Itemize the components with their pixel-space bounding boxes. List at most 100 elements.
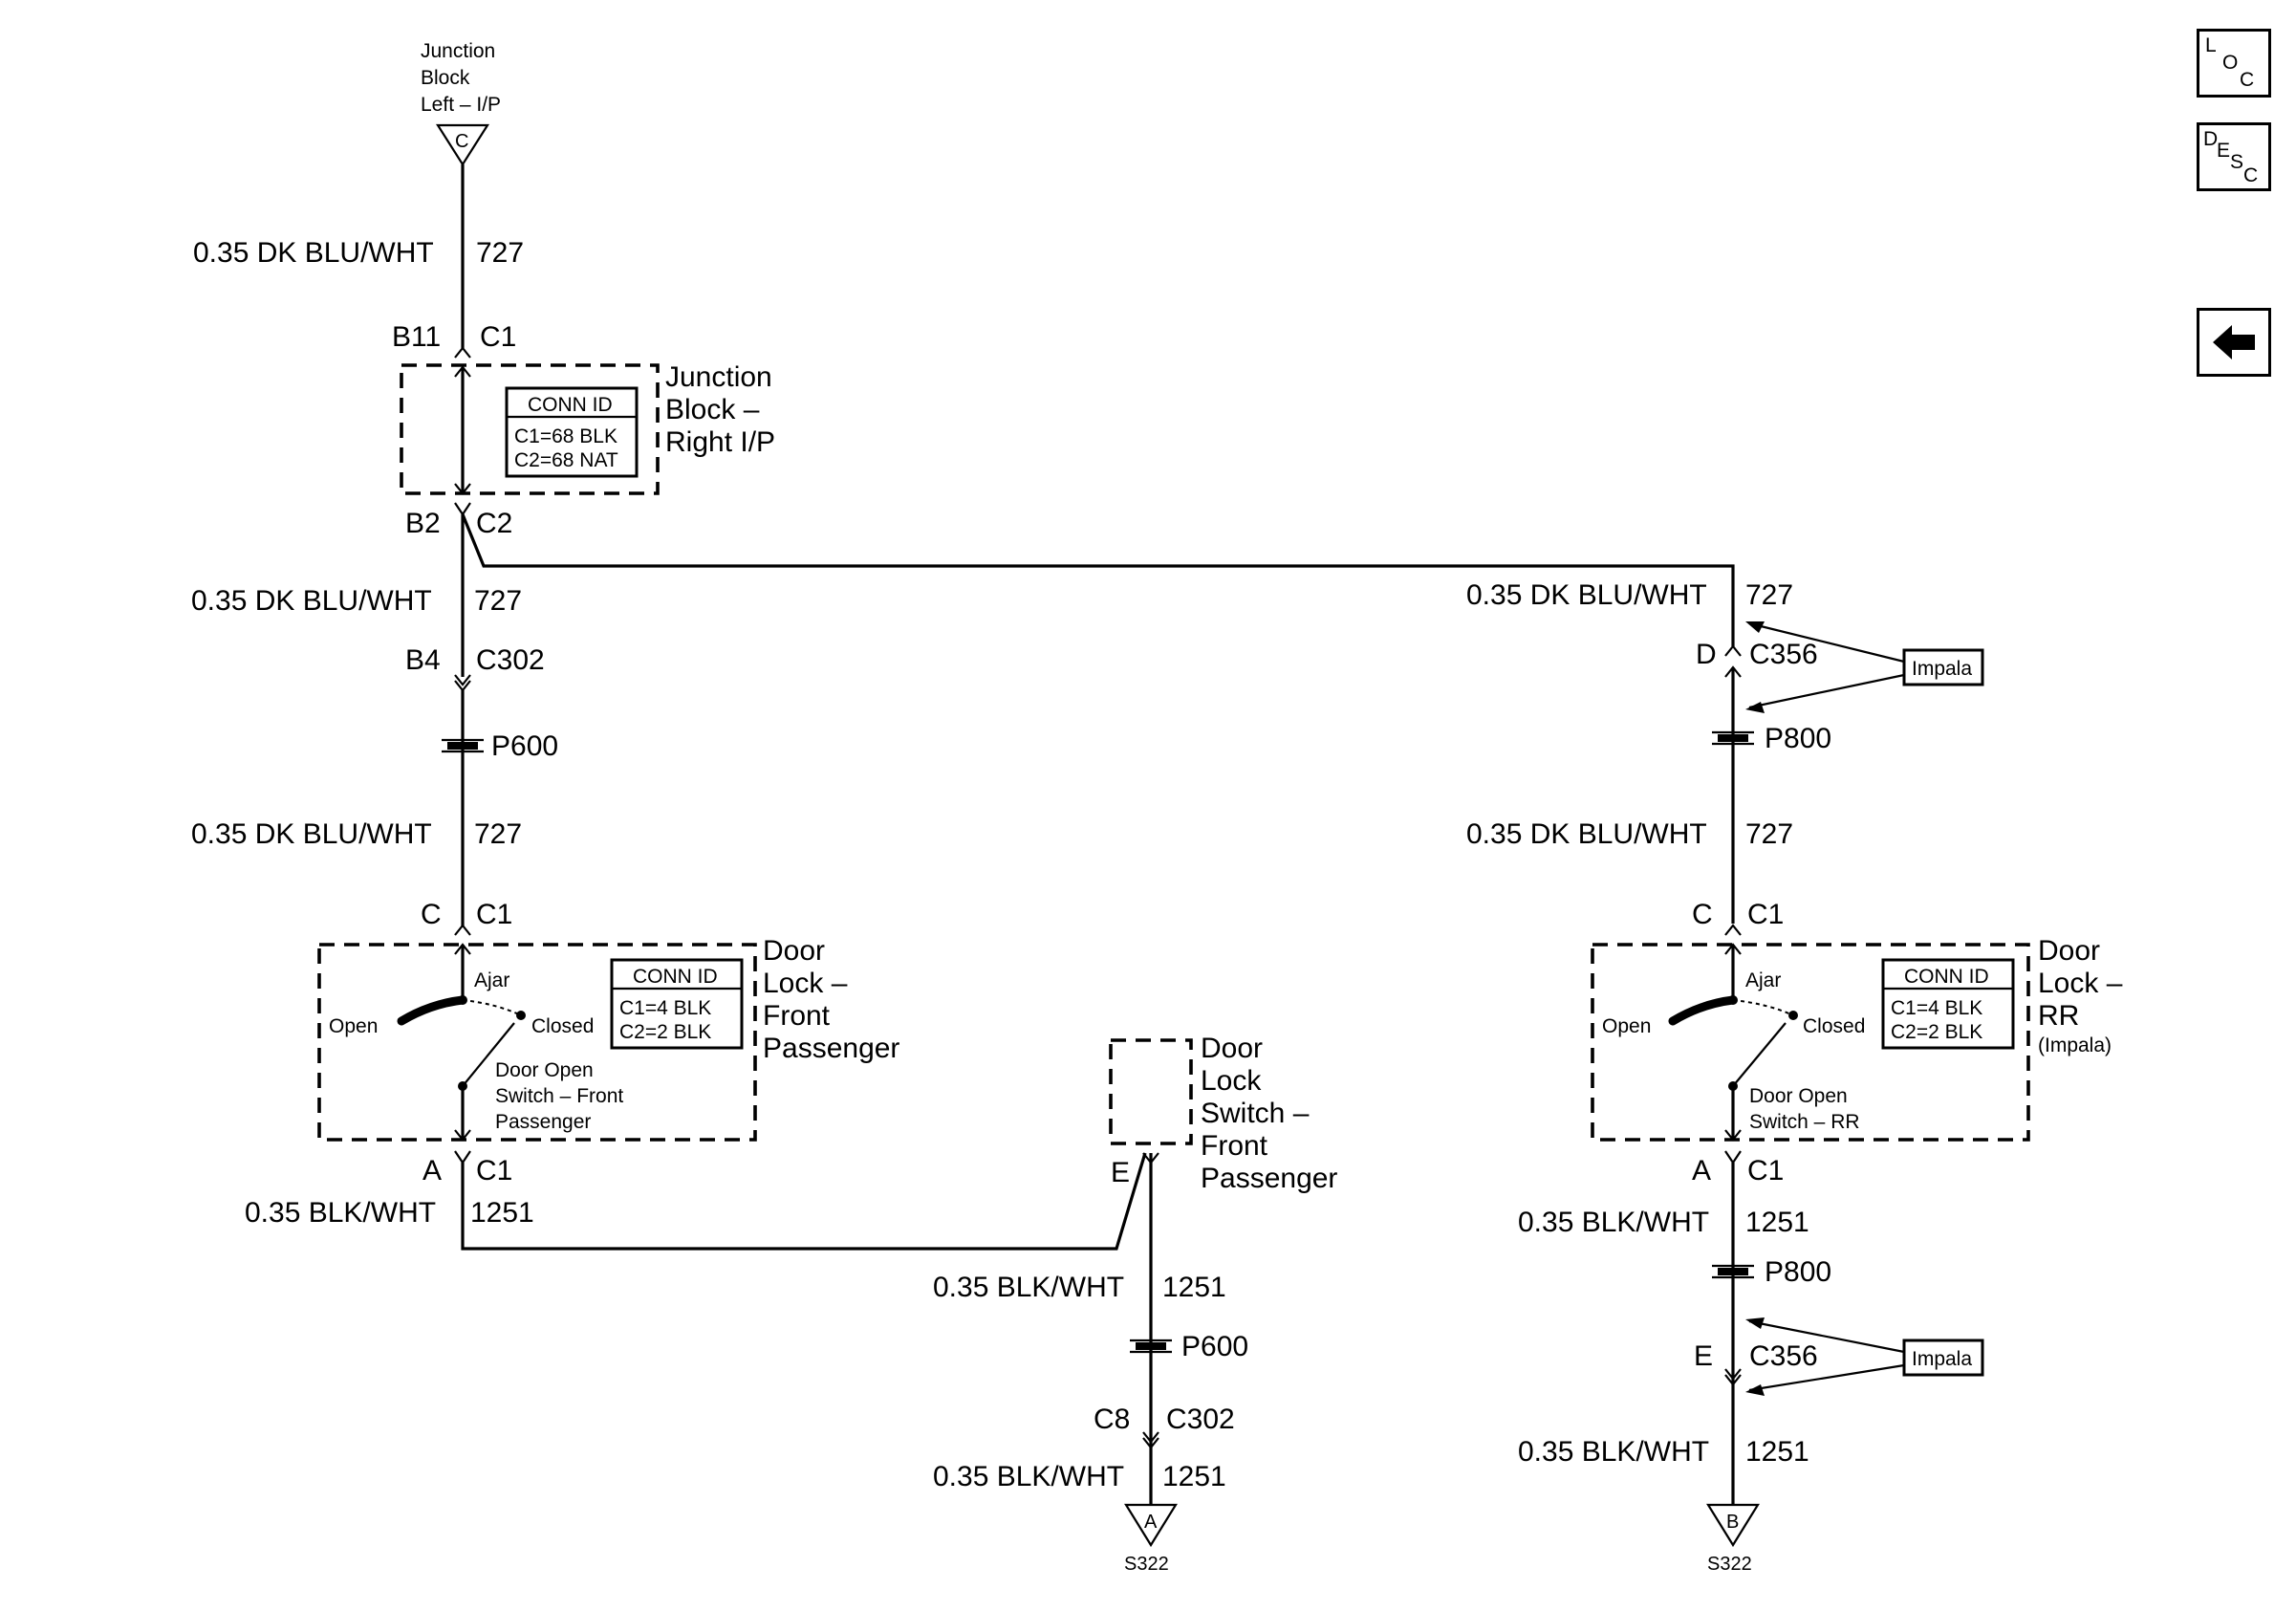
switch-open-contact [397,995,467,1026]
left-door-conn-c1: C1 [476,899,512,930]
arrow-left-icon [1745,621,1765,633]
switch-lever [462,1022,515,1087]
connector-b11-chevron [454,346,471,359]
connector-c302-chevron-a [1142,1431,1159,1444]
right-door-conn-c1: C1 [1747,899,1784,930]
switch-lever [1732,1022,1787,1087]
connector-a-chevron [1724,1150,1742,1165]
arrow-up-icon [1724,943,1742,955]
right-ajar: Ajar [1745,969,1781,991]
right-conn-id-line2: C2=2 BLK [1891,1021,1982,1043]
left-wire2-circuit: 727 [474,818,522,850]
switch-closed-contact [1788,1011,1798,1020]
right-wire2-circuit: 727 [1745,818,1793,850]
arrow-left-icon [1745,1317,1765,1329]
switch-dotted-arc [1732,999,1794,1016]
right-c356b-label: C356 [1749,1340,1818,1372]
mid-pin-e: E [1111,1157,1130,1188]
left-switch-2: Switch – Front [495,1085,623,1107]
loc-button[interactable]: L O C [2197,29,2271,98]
right-wire3-circuit: 1251 [1745,1207,1809,1238]
right-wire1-circuit: 727 [1745,579,1793,611]
left-door-name-4: Passenger [763,1033,899,1064]
connector-c356b-chevron-b [1724,1374,1742,1386]
mid-wire1-circuit: 1251 [1162,1272,1226,1303]
connector-c302-chevron-b [1142,1437,1159,1449]
switch-pivot [1728,995,1738,1005]
impala-leader-a [1748,621,1905,664]
arrow-up-icon [454,365,471,378]
left-wire1-gauge: 0.35 DK BLU/WHT [191,585,432,617]
connector-c356-chevron-a [1724,644,1742,657]
connector-c-chevron [454,924,471,936]
loc-letter-l: L [2205,34,2217,56]
junction-left-label-1: Junction [421,40,495,62]
mid-name-4: Front [1201,1130,1268,1162]
mid-s322: S322 [1124,1554,1169,1575]
left-c302-label: C302 [476,644,545,676]
jb-right-outline [400,363,660,495]
right-door-pin-a: A [1692,1155,1711,1186]
terminal-a-triangle [1124,1503,1178,1548]
terminal-b-triangle [1706,1503,1760,1548]
wire-top-gauge: 0.35 DK BLU/WHT [193,237,434,269]
desc-letter-d: D [2203,128,2219,150]
connector-c302-chevron-a [454,674,471,686]
desc-button[interactable]: D E S C [2197,122,2271,191]
arrow-down-icon [454,1129,471,1142]
desc-letter-s: S [2230,151,2244,173]
impala-leader-b [1748,673,1905,709]
jb-conn-id-line2: C2=68 NAT [514,449,618,471]
wire-727-right-run [461,513,1735,646]
left-door-name-3: Front [763,1000,831,1032]
mid-name-1: Door [1201,1033,1263,1064]
arrow-down-icon [454,483,471,495]
right-door-name-4: (Impala) [2038,1034,2112,1056]
connector-c-chevron [1724,924,1742,936]
back-button[interactable] [2197,308,2271,377]
right-impala-2: Impala [1912,1348,1972,1370]
left-conn-id-line2: C2=2 BLK [619,1021,711,1043]
door-lock-rr-outline [1591,943,2030,1142]
jb-conn-id-box [505,386,639,478]
left-wire2-gauge: 0.35 DK BLU/WHT [191,818,432,850]
left-open: Open [329,1015,378,1037]
door-lock-front-pass-outline [317,943,757,1142]
right-c356b-pin: E [1694,1340,1713,1372]
impala-box-1 [1902,648,1984,686]
right-door-pin-c: C [1692,899,1713,930]
right-c356-pin: D [1696,639,1717,670]
left-door-name-2: Lock – [763,968,848,999]
switch-pivot [458,995,467,1005]
left-wire3-gauge: 0.35 BLK/WHT [245,1197,436,1229]
jb-pin-b11: B11 [392,321,441,353]
arrow-down-icon [1724,1129,1742,1142]
jb-conn-id-line1: C1=68 BLK [514,425,617,447]
terminal-c-label: C [455,131,468,152]
right-door-name-1: Door [2038,935,2100,967]
left-door-name-1: Door [763,935,825,967]
loc-letter-c: C [2240,69,2255,91]
jb-conn-c1: C1 [480,321,516,353]
jb-name-2: Block – [665,394,760,425]
splice-p600-body [447,742,478,750]
mid-terminal-a: A [1144,1512,1158,1533]
mid-wire2-circuit: 1251 [1162,1461,1226,1492]
right-terminal-b: B [1726,1512,1739,1533]
wire-top-circuit: 727 [476,237,524,269]
left-door-conn-c1-out: C1 [476,1155,512,1186]
left-conn-id-box [610,958,744,1050]
right-s322: S322 [1707,1554,1752,1575]
mid-name-3: Switch – [1201,1098,1310,1129]
left-c302-pin: B4 [405,644,441,676]
junction-left-label-2: Block [421,67,470,89]
jb-name-3: Right I/P [665,426,775,458]
left-ajar: Ajar [474,969,509,991]
connector-c356b-chevron-a [1724,1368,1742,1381]
connector-b2-chevron [454,502,471,516]
jb-pin-b2: B2 [405,508,441,539]
mid-wire1-gauge: 0.35 BLK/WHT [933,1272,1124,1303]
right-splice-p800: P800 [1765,723,1831,754]
splice-p800-body [1718,1268,1748,1275]
